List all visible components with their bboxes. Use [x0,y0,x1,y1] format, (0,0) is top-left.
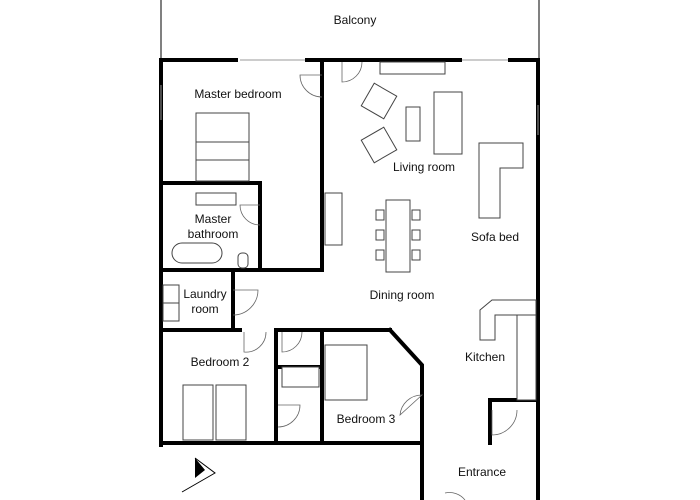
tv-unit [379,61,446,75]
bed [182,384,214,441]
sofa [433,91,463,155]
room-label-laundry-2: room [191,302,218,316]
doors[interactable] [232,61,518,500]
toilet [237,252,249,269]
room-label-dining-room: Dining room [370,288,435,302]
room-label-living-room: Living room [393,160,455,174]
windows [160,59,539,135]
north-arrow-icon [181,457,216,493]
bathtub [171,242,223,264]
room-label-master-bedroom: Master bedroom [194,87,281,101]
room-label-laundry: Laundry [183,287,226,301]
room-label-balcony: Balcony [334,13,377,27]
furniture [162,61,537,441]
room-label-kitchen: Kitchen [465,350,505,364]
kitchen-counter [516,314,537,401]
balcony [160,0,540,60]
wardrobe [324,192,343,246]
room-label-master-bathroom-2: bathroom [188,227,239,241]
room-label-bedroom-2: Bedroom 2 [191,355,250,369]
coffee-table [405,106,421,142]
sofa-bed [478,142,524,219]
armchair [360,126,398,164]
bathtub [281,366,320,388]
dining-table [385,199,411,273]
room-label-entrance: Entrance [458,465,506,479]
bed [215,384,247,441]
walls [159,58,540,500]
room-label-bedroom-3: Bedroom 3 [337,412,396,426]
armchair [360,82,398,120]
room-label-master-bathroom: Master [195,212,232,226]
room-label-sofa-bed: Sofa bed [471,230,519,244]
